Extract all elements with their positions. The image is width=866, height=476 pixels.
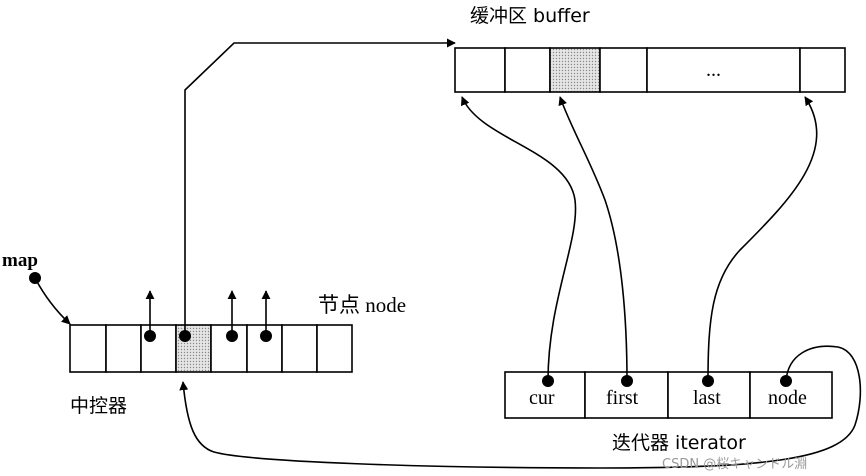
buffer-cell-last: [799, 47, 846, 93]
buffer-cell: [504, 47, 551, 93]
iterator-field-cur: cur: [529, 387, 555, 409]
cur-arrow: [460, 96, 577, 382]
first-arrow: [558, 96, 628, 382]
buffer-cell-ellipsis: [646, 47, 801, 93]
map-cell: [69, 324, 107, 373]
map-cell: [316, 324, 353, 373]
node-to-buffer-arrow: [184, 38, 456, 336]
watermark-text: CSDN @桜キャンドル淵: [662, 457, 807, 472]
controller-label: 中控器: [70, 395, 127, 417]
buffer-array: ...: [454, 47, 846, 93]
last-arrow: [707, 96, 818, 382]
buffer-cell: [454, 47, 506, 93]
map-cell: [281, 324, 318, 373]
node-label: 节点 node: [318, 293, 406, 317]
node-to-map-arrow: [179, 345, 862, 469]
buffer-label: 缓冲区 buffer: [470, 5, 590, 27]
iterator-field-node: node: [768, 387, 807, 409]
map-array: [69, 324, 353, 373]
iterator-field-last: last: [693, 387, 721, 409]
map-cell: [105, 324, 142, 373]
iterator-label: 迭代器 iterator: [612, 432, 746, 454]
map-pointer-arrow: [34, 277, 71, 325]
buffer-cell-shaded: [549, 47, 601, 93]
iterator-field-first: first: [606, 387, 639, 409]
buffer-ellipsis: ...: [706, 59, 721, 81]
map-label: map: [2, 250, 38, 271]
buffer-cell: [599, 47, 648, 93]
